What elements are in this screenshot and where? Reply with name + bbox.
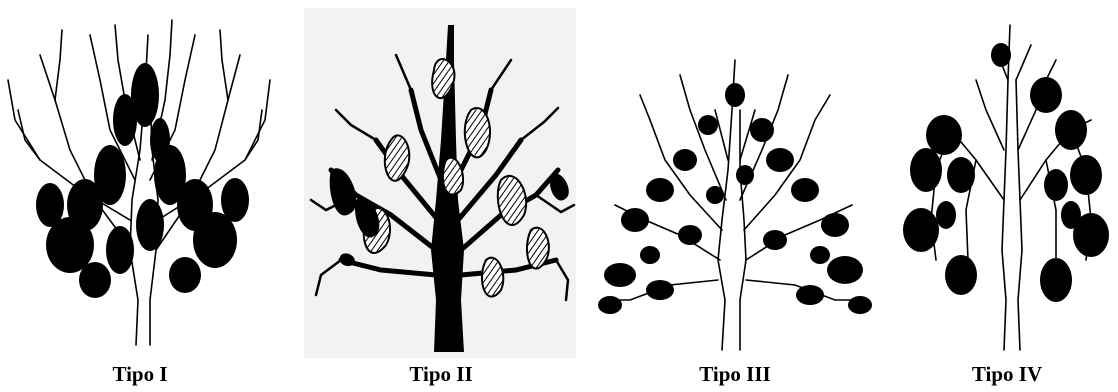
caption-tipo-4: Tipo IV — [896, 362, 1118, 387]
caption-tipo-2: Tipo II — [296, 362, 586, 387]
tree-drawing-tipo-1 — [0, 0, 280, 360]
tree-panel-tipo-1: Tipo I — [0, 0, 280, 392]
tree-panel-tipo-4: Tipo IV — [896, 0, 1118, 392]
caption-tipo-1: Tipo I — [0, 362, 280, 387]
tree-drawing-tipo-3 — [590, 0, 880, 360]
caption-tipo-3: Tipo III — [590, 362, 880, 387]
tree-panel-tipo-2: Tipo II — [296, 0, 586, 392]
tree-drawing-tipo-2 — [296, 0, 586, 360]
tree-panel-tipo-3: Tipo III — [590, 0, 880, 392]
tree-drawing-tipo-4 — [896, 0, 1118, 360]
